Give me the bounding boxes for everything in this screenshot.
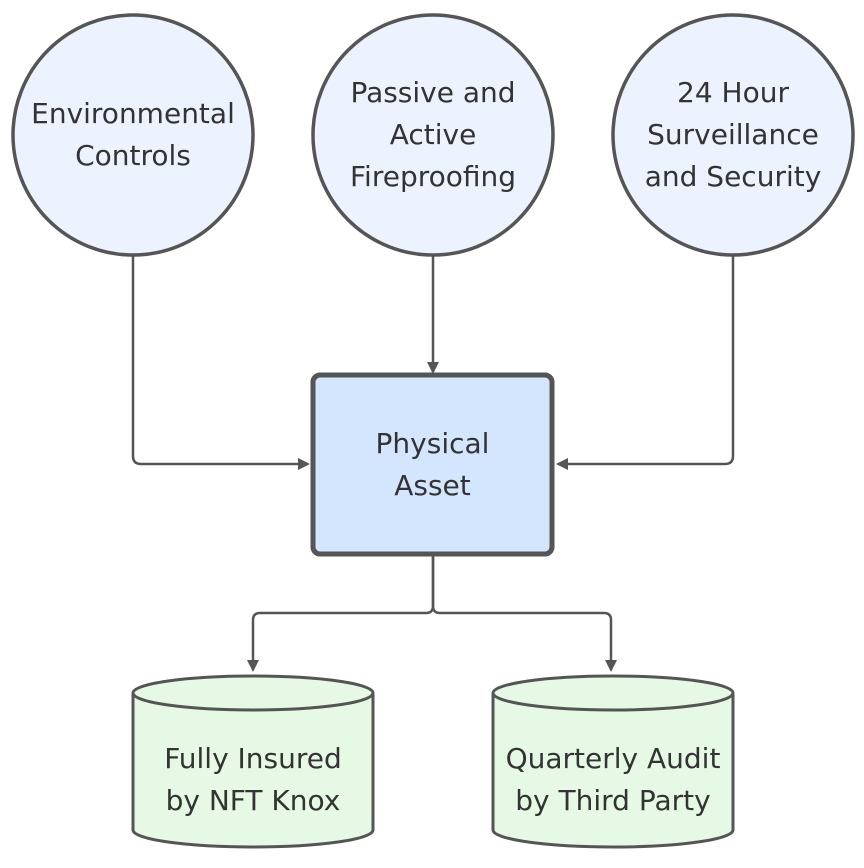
edge-environmental-to-asset	[131, 254, 310, 470]
node-fireproofing	[311, 13, 555, 257]
environmental-controls-label: Environmental Controls	[31, 97, 235, 172]
node-quarterly-audit-cylinder	[491, 674, 735, 849]
node-environmental-controls	[11, 13, 255, 257]
physical-asset-label: Physical Asset	[375, 426, 490, 502]
surveillance-label: 24 Hour Surveillance and Security	[644, 76, 822, 193]
node-physical-asset	[310, 372, 555, 557]
edge-surveillance-to-asset	[556, 254, 735, 470]
edge-asset-to-insured	[247, 556, 435, 672]
fully-insured-label: Fully Insured by NFT Knox	[164, 742, 342, 817]
edge-asset-to-audit	[431, 556, 617, 672]
quarterly-audit-label: Quarterly Audit by Third Party	[505, 742, 721, 817]
node-surveillance	[611, 13, 855, 257]
fireproofing-label: Passive and Active Fireproofing	[349, 76, 517, 193]
node-fully-insured-cylinder	[131, 674, 375, 849]
